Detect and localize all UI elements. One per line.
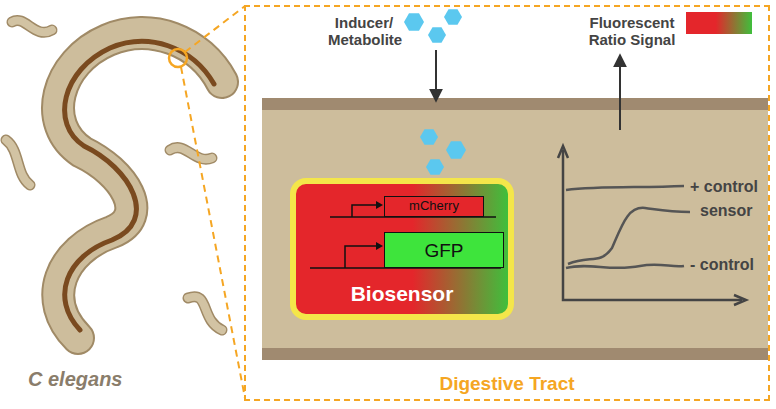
response-graph: [558, 146, 746, 305]
worm: [58, 33, 222, 338]
node-label: Digestive Tract: [246, 373, 768, 395]
input-label: Inducer/ Metabolite: [328, 14, 400, 49]
ratio-colorbar: [686, 12, 752, 34]
node-label: mCherry: [385, 199, 483, 214]
gut-wall: [262, 98, 768, 360]
gene-box: GFP: [384, 232, 504, 268]
region-box: Digestive Tract Biosensor mCherryGFP: [244, 5, 770, 401]
curve-label: - control: [690, 256, 754, 274]
inducer-molecules: [404, 9, 752, 175]
node-label: Biosensor: [296, 282, 508, 306]
organism-label: C elegans: [28, 368, 122, 391]
zoom-callout: [169, 6, 245, 398]
node-label: GFP: [385, 240, 503, 262]
output-label: Fluorescent Ratio Signal: [584, 14, 680, 49]
gene-box: mCherry: [384, 196, 484, 217]
curve-label: sensor: [700, 202, 752, 220]
biosensor-cell: Biosensor mCherryGFP: [290, 178, 514, 320]
curve-label: + control: [690, 178, 758, 196]
